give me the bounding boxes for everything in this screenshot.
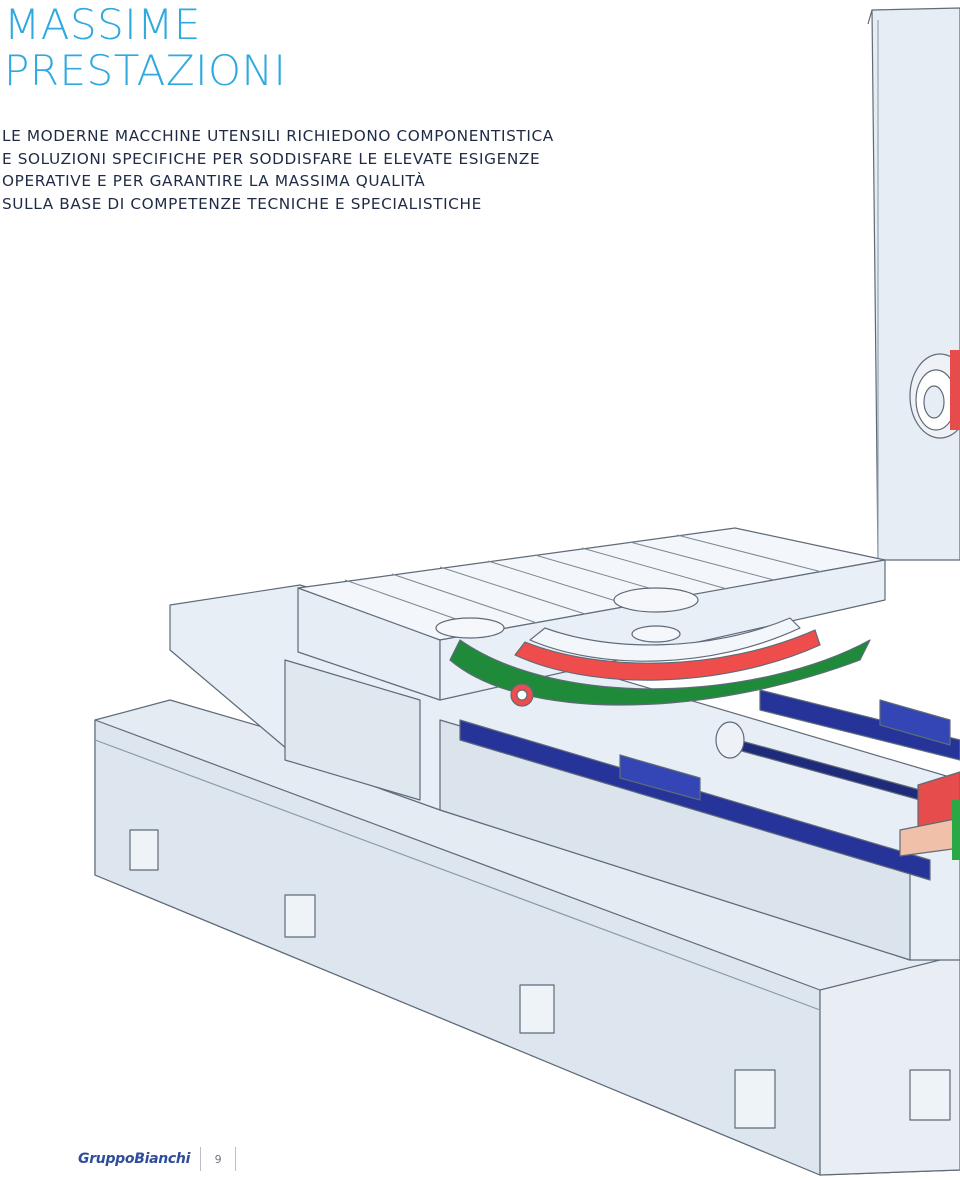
intro-line: LE MODERNE MACCHINE UTENSILI RICHIEDONO … [2, 127, 554, 145]
title-line-1: MASSIME [4, 0, 201, 49]
slewing-gear [449, 617, 871, 707]
intro-paragraph: LE MODERNE MACCHINE UTENSILI RICHIEDONO … [2, 125, 562, 215]
intro-line: E SOLUZIONI SPECIFICHE PER SODDISFARE LE… [2, 149, 541, 168]
intro-line: SULLA BASE DI COMPETENZE TECNICHE E SPEC… [2, 194, 482, 213]
intro-line: OPERATIVE E PER GARANTIRE LA MASSIMA QUA… [2, 172, 426, 190]
title-line-2: PRESTAZIONI [4, 46, 287, 95]
page-footer: GruppoBianchi 9 [78, 1145, 246, 1173]
footer-divider [200, 1147, 202, 1171]
footer-divider [235, 1147, 237, 1171]
motor-bracket [899, 771, 960, 860]
page-title: MASSIME PRESTAZIONI [4, 2, 286, 94]
machine-column [871, 7, 960, 561]
page-number: 9 [214, 1152, 222, 1166]
brand-logo: GruppoBianchi [78, 1151, 191, 1167]
linear-guide-rails [459, 689, 960, 881]
spindle-icon [909, 350, 960, 439]
center-pivot-icon [435, 587, 699, 643]
